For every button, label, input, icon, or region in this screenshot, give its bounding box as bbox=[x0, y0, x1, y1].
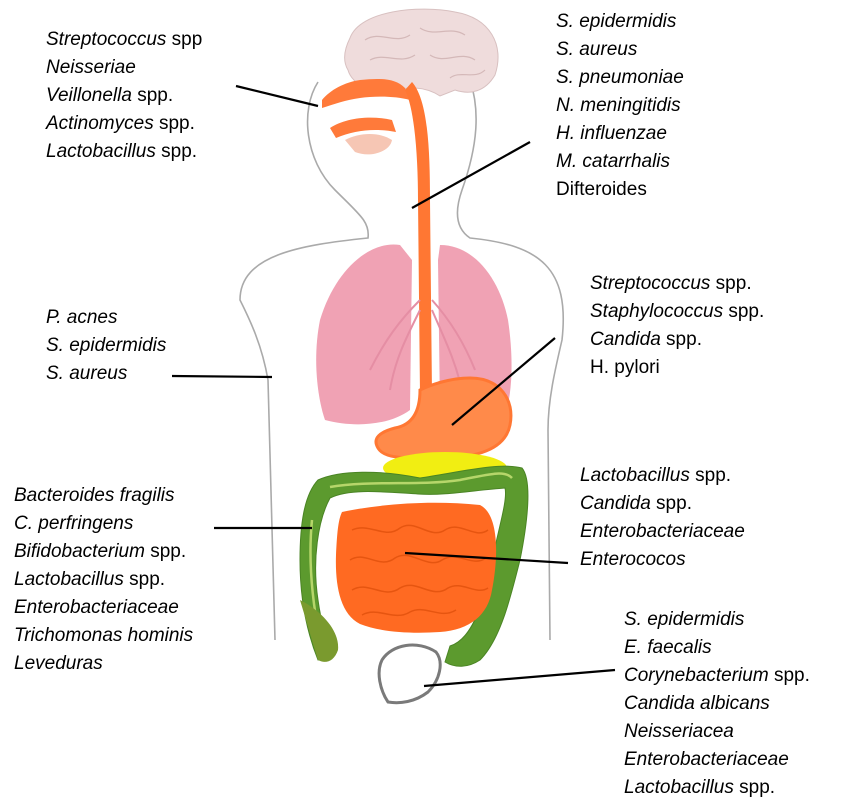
list-item: E. faecalis bbox=[624, 634, 810, 662]
list-item: S. aureus bbox=[46, 360, 166, 388]
list-item: Neisseriacea bbox=[624, 718, 810, 746]
list-item: Actinomyces spp. bbox=[46, 110, 202, 138]
list-item: Streptococcus spp. bbox=[590, 270, 764, 298]
list-item: Lactobacillus spp. bbox=[624, 774, 810, 802]
list-item: M. catarrhalis bbox=[556, 148, 684, 176]
list-item: Bacteroides fragilis bbox=[14, 482, 193, 510]
list-item: N. meningitidis bbox=[556, 92, 684, 120]
list-item: Candida spp. bbox=[580, 490, 745, 518]
list-item: Lactobacillus spp. bbox=[14, 566, 193, 594]
small-intestine bbox=[336, 503, 496, 633]
list-item: Veillonella spp. bbox=[46, 82, 202, 110]
list-item: P. acnes bbox=[46, 304, 166, 332]
list-item: S. aureus bbox=[556, 36, 684, 64]
small-intestine-flora-list: Lactobacillus spp. Candida spp. Enteroba… bbox=[580, 462, 745, 574]
list-item: Trichomonas hominis bbox=[14, 622, 193, 650]
list-item: S. epidermidis bbox=[46, 332, 166, 360]
left-lung bbox=[316, 244, 412, 424]
list-item: S. epidermidis bbox=[624, 606, 810, 634]
list-item: Enterococos bbox=[580, 546, 745, 574]
list-item: Staphylococcus spp. bbox=[590, 298, 764, 326]
list-item: Candida albicans bbox=[624, 690, 810, 718]
stomach-flora-list: Streptococcus spp. Staphylococcus spp. C… bbox=[590, 270, 764, 382]
mouth-flora-list: Streptococcus spp Neisseriae Veillonella… bbox=[46, 26, 202, 166]
list-item: Enterobacteriaceae bbox=[580, 518, 745, 546]
list-item: S. pneumoniae bbox=[556, 64, 684, 92]
leader-urogenital bbox=[424, 670, 615, 686]
list-item: Lactobacillus spp. bbox=[580, 462, 745, 490]
bladder bbox=[379, 645, 440, 703]
leader-skin bbox=[172, 376, 272, 377]
list-item: Difteroides bbox=[556, 176, 684, 204]
nasal-cavity bbox=[322, 79, 410, 108]
list-item: Leveduras bbox=[14, 650, 193, 678]
list-item: Enterobacteriaceae bbox=[624, 746, 810, 774]
list-item: Streptococcus spp bbox=[46, 26, 202, 54]
list-item: H. influenzae bbox=[556, 120, 684, 148]
list-item: Corynebacterium spp. bbox=[624, 662, 810, 690]
list-item: Neisseriae bbox=[46, 54, 202, 82]
list-item: Enterobacteriaceae bbox=[14, 594, 193, 622]
list-item: Lactobacillus spp. bbox=[46, 138, 202, 166]
list-item: C. perfringens bbox=[14, 510, 193, 538]
list-item: Bifidobacterium spp. bbox=[14, 538, 193, 566]
skin-flora-list: P. acnes S. epidermidis S. aureus bbox=[46, 304, 166, 388]
list-item: Candida spp. bbox=[590, 326, 764, 354]
list-item: S. epidermidis bbox=[556, 8, 684, 36]
urogenital-flora-list: S. epidermidis E. faecalis Corynebacteri… bbox=[624, 606, 810, 802]
nasopharynx-flora-list: S. epidermidis S. aureus S. pneumoniae N… bbox=[556, 8, 684, 204]
leader-mouth bbox=[236, 86, 318, 106]
large-intestine-flora-list: Bacteroides fragilis C. perfringens Bifi… bbox=[14, 482, 193, 678]
tongue bbox=[345, 134, 392, 154]
list-item: H. pylori bbox=[590, 354, 764, 382]
